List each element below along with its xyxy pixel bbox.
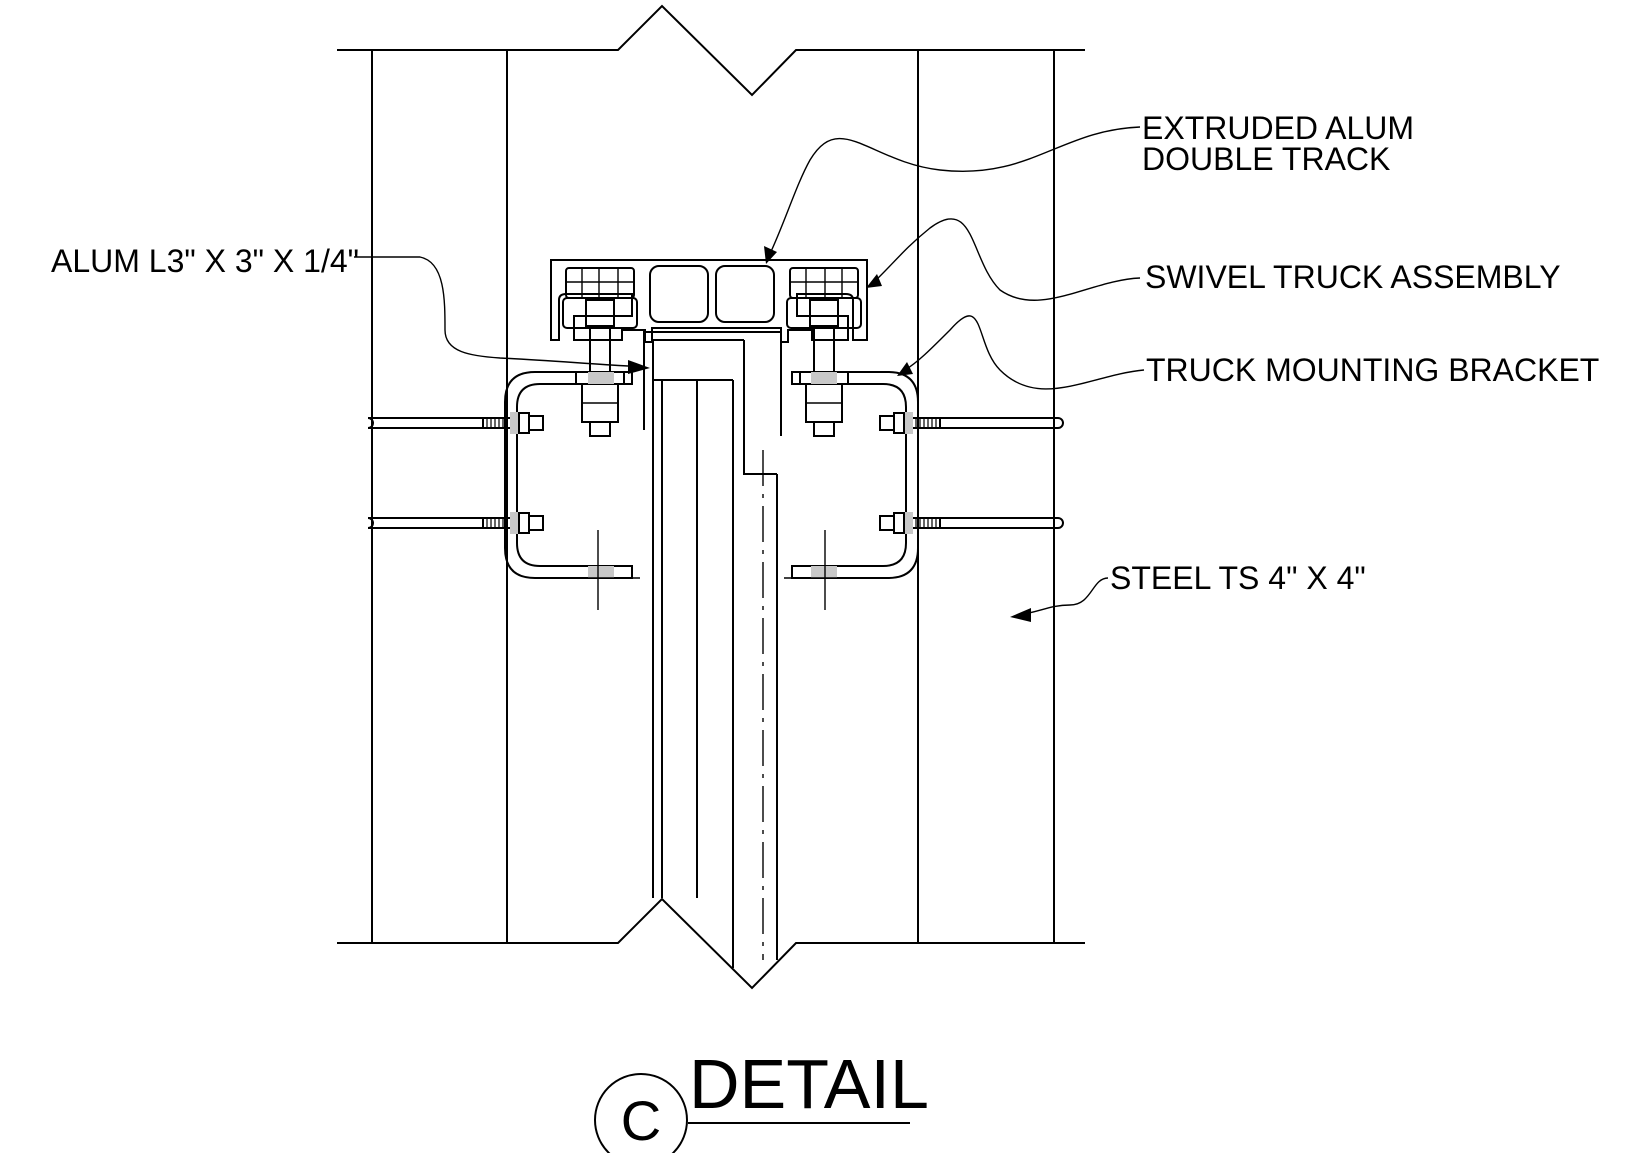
double-track (550, 259, 868, 343)
steel-tube-outline (337, 4, 1085, 990)
panel-section (643, 331, 782, 968)
detail-title-text: DETAIL (689, 1045, 929, 1123)
leader-lines (354, 126, 1145, 622)
anchor-rod-top-left (367, 412, 544, 434)
anchor-rod-bottom-right (879, 512, 1064, 534)
center-marks (556, 530, 866, 610)
detail-title: C DETAIL (594, 1045, 929, 1153)
label-double-track-line1: EXTRUDED ALUM (1142, 110, 1414, 146)
label-mounting-bracket: TRUCK MOUNTING BRACKET (1146, 352, 1599, 388)
mounting-bracket-left (504, 371, 633, 579)
label-angle: ALUM L3" X 3" X 1/4" (51, 243, 359, 279)
detail-letter: C (621, 1089, 661, 1152)
label-steel-tube: STEEL TS 4" X 4" (1110, 560, 1366, 596)
detail-bubble (594, 1073, 688, 1153)
anchor-rod-top-right (879, 412, 1064, 434)
label-swivel-truck: SWIVEL TRUCK ASSEMBLY (1145, 259, 1561, 295)
label-double-track-line2: DOUBLE TRACK (1142, 141, 1390, 177)
anchor-rod-bottom-left (367, 512, 544, 534)
mounting-bracket-right (791, 371, 919, 579)
